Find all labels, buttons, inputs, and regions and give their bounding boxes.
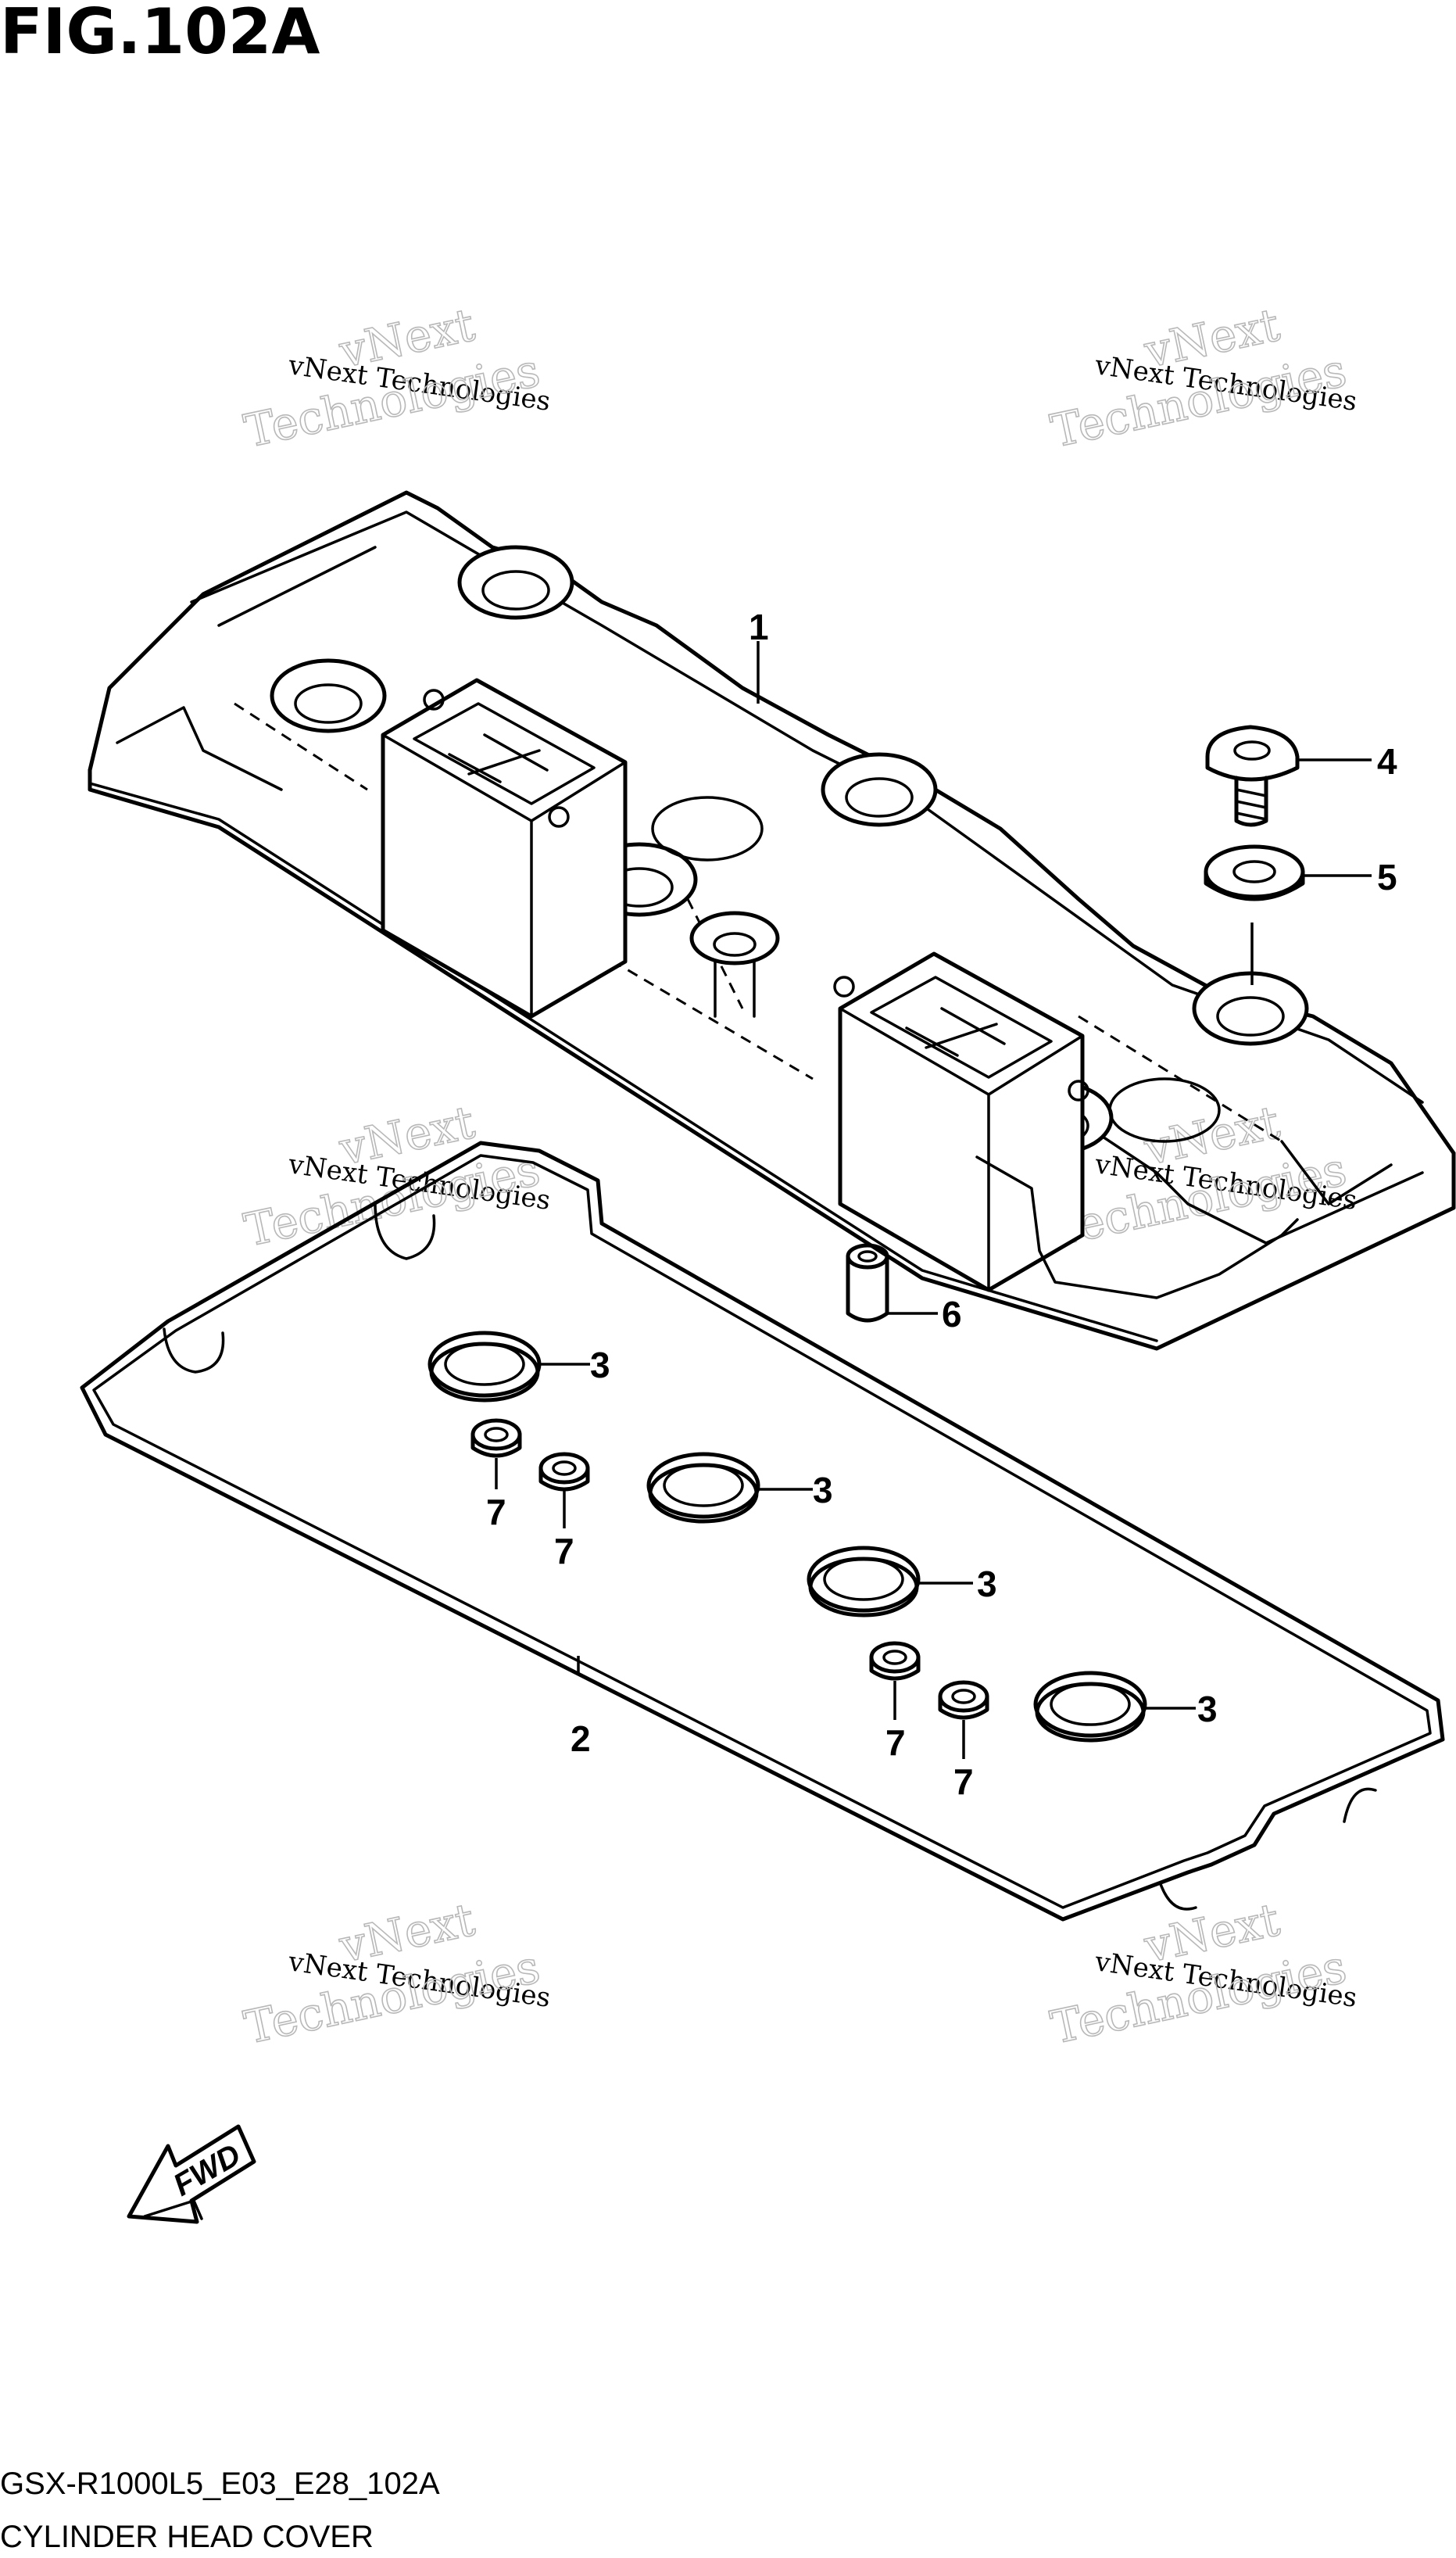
spark-plug-well-5 bbox=[1192, 971, 1309, 1046]
watermark-middle-left: vNext vNext Technologies Technologies bbox=[239, 1094, 553, 1257]
small-seal-a bbox=[470, 1418, 522, 1458]
callout-cover: 1 bbox=[749, 607, 769, 647]
callout-plug-seal-a: 3 bbox=[590, 1345, 610, 1385]
figure-title: FIG.102A bbox=[0, 0, 320, 68]
callout-plug-seal-b: 3 bbox=[813, 1470, 833, 1510]
breather-boss bbox=[689, 911, 780, 1018]
plug-seal-ring-a bbox=[427, 1331, 542, 1403]
cover-window-right bbox=[833, 951, 1089, 1292]
callout-plug-seal-c: 3 bbox=[977, 1564, 997, 1604]
dowel-pin bbox=[846, 1243, 889, 1323]
callout-seal-c: 7 bbox=[885, 1722, 906, 1763]
callout-dowel-pin: 6 bbox=[942, 1294, 962, 1335]
plug-seal-ring-c bbox=[807, 1546, 921, 1618]
cover-washer bbox=[1204, 844, 1305, 901]
small-seal-d bbox=[938, 1680, 989, 1720]
small-seal-b bbox=[538, 1452, 590, 1492]
cover-gasket bbox=[80, 1141, 1445, 1922]
callout-washer: 5 bbox=[1377, 857, 1397, 897]
spark-plug-well-2 bbox=[270, 658, 387, 733]
plug-seal-ring-b bbox=[646, 1452, 760, 1524]
callout-bolt: 4 bbox=[1377, 741, 1397, 782]
callout-gasket: 2 bbox=[571, 1718, 591, 1759]
watermark-bottom-right: vNext vNext Technologies Technologies bbox=[1046, 1892, 1359, 2055]
small-seal-c bbox=[869, 1641, 921, 1681]
spark-plug-well-1 bbox=[457, 545, 574, 620]
callout-seal-b: 7 bbox=[554, 1531, 574, 1571]
cover-bolt bbox=[1205, 725, 1300, 827]
watermark-bottom-left: vNext vNext Technologies Technologies bbox=[239, 1892, 553, 2055]
callout-plug-seal-d: 3 bbox=[1197, 1689, 1218, 1729]
diagram-caption: CYLINDER HEAD COVER bbox=[0, 2520, 374, 2554]
cover-window-left bbox=[381, 678, 628, 1019]
cylinder-head-cover bbox=[88, 490, 1456, 1351]
callout-seal-d: 7 bbox=[953, 1761, 974, 1802]
watermark-top-right: vNext vNext Technologies Technologies bbox=[1046, 297, 1359, 458]
forward-direction-arrow: FWD bbox=[127, 2124, 256, 2224]
spark-plug-well-3 bbox=[821, 752, 938, 827]
leader-lines bbox=[495, 641, 1372, 1759]
callout-seal-a: 7 bbox=[486, 1492, 506, 1532]
watermark-top-left: vNext vNext Technologies Technologies bbox=[239, 297, 553, 458]
plug-seal-ring-d bbox=[1033, 1671, 1147, 1743]
diagram-code: GSX-R1000L5_E03_E28_102A bbox=[0, 2467, 440, 2501]
